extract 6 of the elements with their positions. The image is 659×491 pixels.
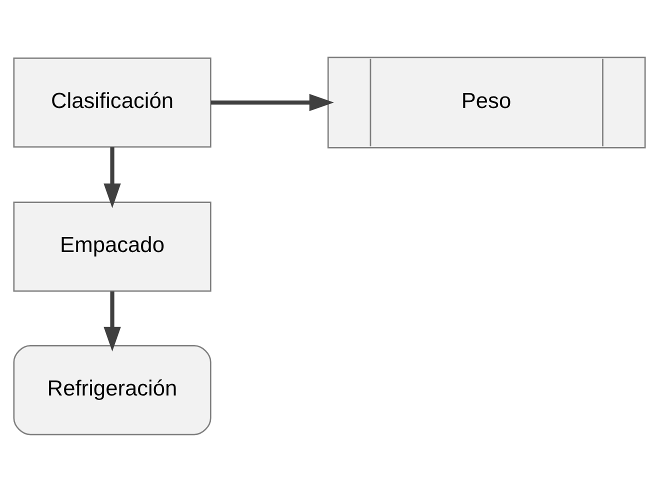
node-box: Clasificación: [13, 56, 212, 148]
arrow: [104, 290, 121, 351]
arrow: [210, 93, 334, 111]
arrow: [104, 146, 121, 208]
node-box: Empacado: [13, 201, 212, 292]
node-box: Refrigeración: [13, 344, 212, 435]
